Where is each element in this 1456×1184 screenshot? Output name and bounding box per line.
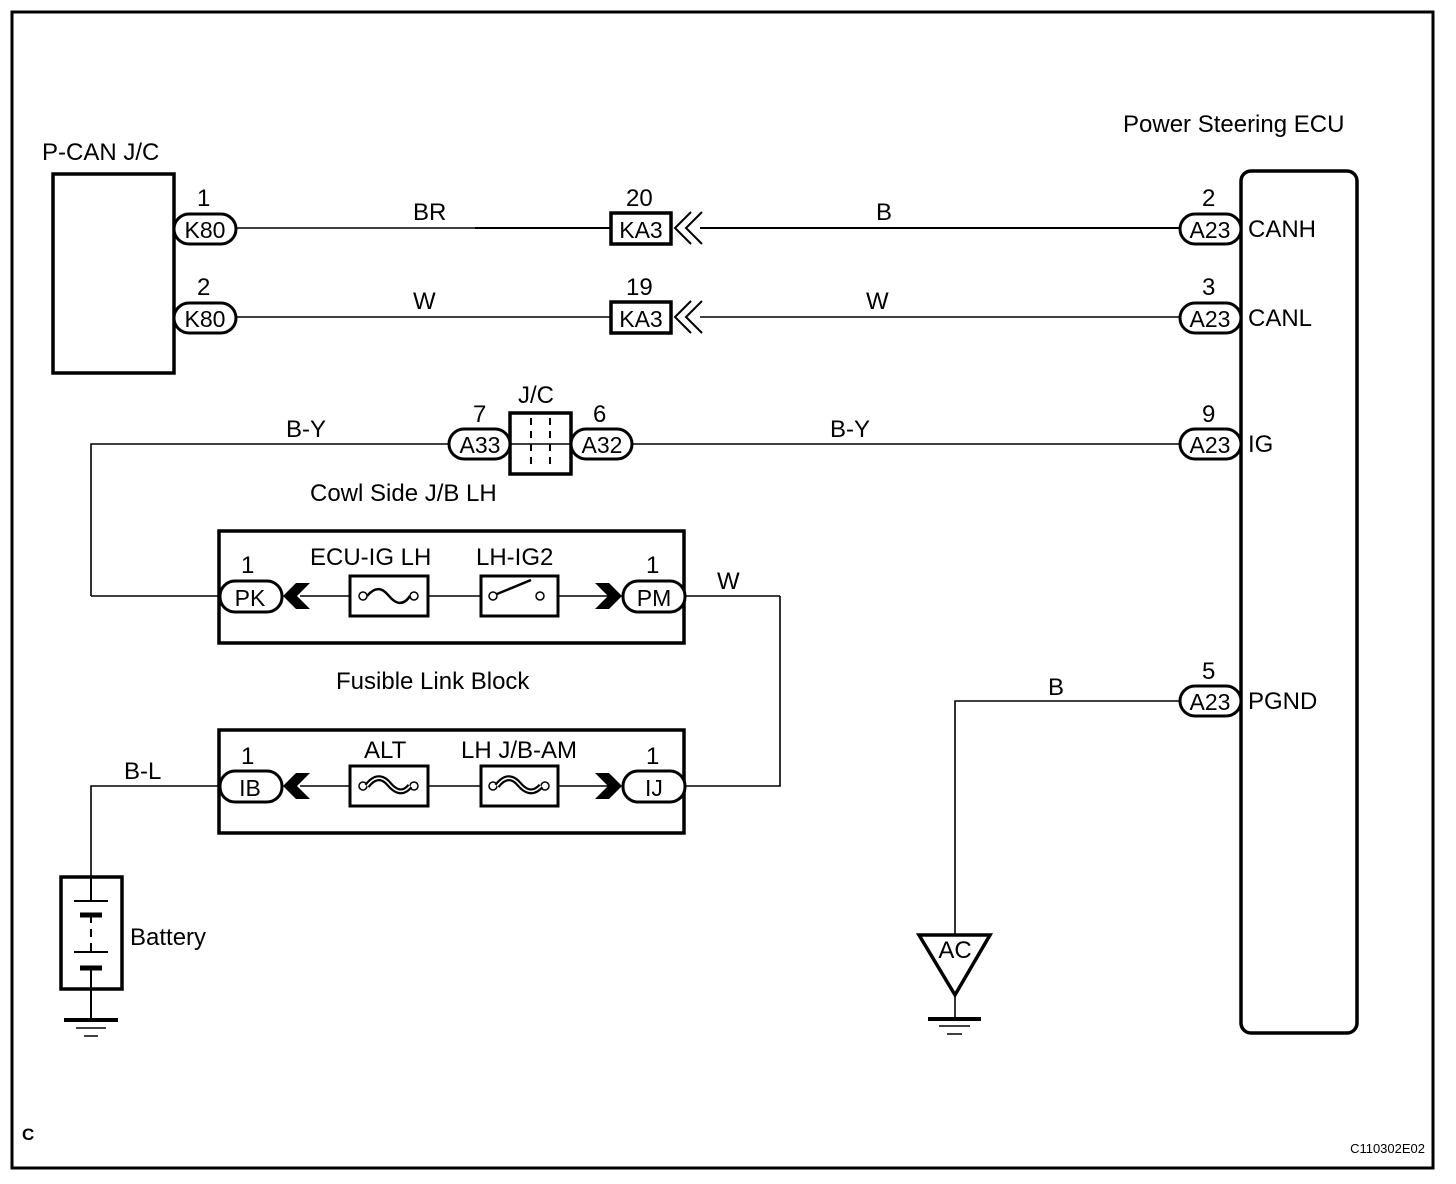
connector-k80-1 <box>172 212 238 246</box>
pcan-jc-label: P-CAN J/C <box>42 139 159 166</box>
inline-chevron-icon <box>673 211 703 245</box>
fusible-link-icon <box>479 764 560 808</box>
corner-label: C <box>22 1125 34 1144</box>
wire-ig-left <box>90 443 448 596</box>
canl-circuit: W W 2 K80 19 KA3 3 A23 CANL <box>172 274 1312 335</box>
pin-a23-9: 9 <box>1202 401 1215 428</box>
connector-ib-1 <box>218 769 284 804</box>
fusible-link-block-label: Fusible Link Block <box>336 668 530 695</box>
wire-battery <box>90 785 219 877</box>
connector-ib-1-code: IB <box>239 775 261 801</box>
connector-a23-2 <box>1178 212 1243 246</box>
pin-k80-2: 2 <box>197 274 210 301</box>
diagram-frame <box>10 10 1435 1170</box>
male-terminal-icon <box>595 583 622 609</box>
jc-label: J/C <box>518 382 554 409</box>
wire-color-battery: B-L <box>124 758 161 785</box>
relay-switch-icon <box>479 574 560 618</box>
terminal-ig: IG <box>1248 431 1273 458</box>
figure-code: C110302E02 <box>1350 1141 1425 1156</box>
pin-ij-1: 1 <box>646 743 659 770</box>
connector-ka3-19 <box>609 300 673 335</box>
wire-color-canh-left: BR <box>413 199 446 226</box>
connector-ka3-20-code: KA3 <box>619 217 662 243</box>
pcan-jc: P-CAN J/C <box>42 139 176 375</box>
fusible-link-icon <box>348 764 430 808</box>
terminal-pgnd: PGND <box>1248 688 1317 715</box>
pin-ib-1: 1 <box>241 743 254 770</box>
terminal-canh: CANH <box>1248 216 1316 243</box>
canh-circuit: BR B 1 K80 20 KA3 2 A23 CANH <box>172 185 1316 246</box>
connector-k80-2-code: K80 <box>185 306 226 332</box>
wire-pgnd <box>954 700 1181 935</box>
fuse-icon <box>348 574 430 618</box>
wire-color-ig-right: B-Y <box>830 416 870 443</box>
wire-color-canl-right: W <box>866 288 889 315</box>
pin-ka3-19: 19 <box>626 274 653 301</box>
pgnd-circuit: B 5 A23 PGND AC <box>915 658 1317 1035</box>
connector-a23-3-code: A23 <box>1190 306 1231 332</box>
pin-pm-1: 1 <box>646 552 659 579</box>
ps-ecu-box <box>1239 169 1359 1035</box>
connector-k80-2 <box>172 301 238 335</box>
ground-point-icon <box>915 933 994 999</box>
wire-color-pgnd: B <box>1048 674 1064 701</box>
connector-pm-1 <box>621 579 687 614</box>
connector-a23-5-code: A23 <box>1190 689 1231 715</box>
wire-color-canl-left: W <box>413 288 436 315</box>
connector-a33-7 <box>447 427 512 461</box>
ground-icon <box>928 1017 981 1035</box>
pin-k80-1: 1 <box>197 185 210 212</box>
ground-point-label: AC <box>938 937 971 964</box>
female-terminal-icon <box>283 773 310 799</box>
connector-a23-9 <box>1178 427 1243 461</box>
ground-icon <box>64 1018 118 1037</box>
battery-label: Battery <box>130 924 206 951</box>
connector-ij-1 <box>621 769 687 804</box>
connector-pk-1 <box>218 579 284 614</box>
connector-pk-1-code: PK <box>235 585 266 611</box>
wire-color-pm-ij: W <box>717 568 740 595</box>
cowl-side-jb-box <box>217 529 686 645</box>
cowl-side-jb-label: Cowl Side J/B LH <box>310 480 497 507</box>
female-terminal-icon <box>283 583 310 609</box>
connector-a23-2-code: A23 <box>1190 217 1231 243</box>
connector-a32-6 <box>569 427 634 461</box>
battery: B-L Battery <box>59 758 219 1037</box>
relay-lh-ig2-label: LH-IG2 <box>476 544 553 571</box>
pin-a23-2: 2 <box>1202 185 1215 212</box>
terminal-canl: CANL <box>1248 305 1312 332</box>
connector-a23-9-code: A23 <box>1190 432 1231 458</box>
connector-a32-6-code: A32 <box>582 432 623 458</box>
pin-ka3-20: 20 <box>626 185 653 212</box>
ig-circuit: B-Y B-Y J/C 7 A33 6 A32 Cowl Side J/B LH… <box>90 382 1273 596</box>
connector-ka3-20 <box>609 211 673 246</box>
connector-pm-1-code: PM <box>637 585 672 611</box>
cowl-side-jb-block: 1 PK ECU-IG LH LH-IG2 1 PM W <box>91 529 780 645</box>
connector-a33-7-code: A33 <box>460 432 501 458</box>
connector-a23-5 <box>1178 684 1243 718</box>
wire-color-canh-right: B <box>876 199 892 226</box>
pin-pk-1: 1 <box>241 552 254 579</box>
pcan-jc-box <box>51 172 176 375</box>
male-terminal-icon <box>595 773 622 799</box>
power-steering-ecu: Power Steering ECU <box>1123 111 1359 1035</box>
connector-ka3-19-code: KA3 <box>619 306 662 332</box>
pin-a23-5: 5 <box>1202 658 1215 685</box>
wire-pm-to-ij <box>684 596 781 787</box>
ps-ecu-label: Power Steering ECU <box>1123 111 1344 138</box>
pin-a32-6: 6 <box>593 401 606 428</box>
fusible-link-block: 1 IB ALT LH J/B-AM 1 IJ <box>217 728 687 835</box>
connector-ij-1-code: IJ <box>645 775 663 801</box>
connector-a23-3 <box>1178 301 1243 335</box>
battery-icon <box>74 877 108 1020</box>
connector-k80-1-code: K80 <box>185 217 226 243</box>
inline-chevron-icon <box>673 300 703 334</box>
fusible-link-lh-jb-am-label: LH J/B-AM <box>461 737 577 764</box>
pin-a23-3: 3 <box>1202 274 1215 301</box>
fuse-ecu-ig-lh-label: ECU-IG LH <box>310 544 431 571</box>
fusible-link-alt-label: ALT <box>364 737 407 764</box>
pin-a33-7: 7 <box>473 401 486 428</box>
wire-color-ig-left: B-Y <box>286 416 326 443</box>
